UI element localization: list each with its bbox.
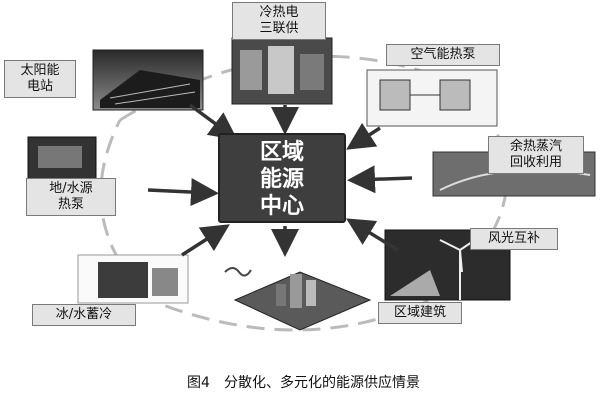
cchp-photo (231, 37, 333, 105)
label-ground-water-heat-pump: 地/水源 热泵 (26, 178, 116, 216)
label-solar-station: 太阳能 电站 (4, 60, 76, 98)
arrow-ground-heat-pump (147, 178, 219, 207)
label-air-heat-pump: 空气能热泵 (386, 44, 500, 66)
figure-caption: 图4 分散化、多元化的能源供应情景 (187, 375, 420, 391)
air-heat-pump-photo (366, 69, 498, 127)
arrow-wind-solar (346, 218, 399, 252)
label-cchp: 冷热电 三联供 (232, 2, 326, 40)
ground-heat-pump-photo (27, 136, 97, 180)
flow-arrows (147, 103, 413, 257)
label-wind-solar-hybrid: 风光互补 (470, 228, 558, 250)
arrow-air-heat-pump (346, 122, 381, 150)
solar-photo (92, 49, 204, 111)
arrow-waste-heat (347, 165, 413, 194)
squiggle-decoration (224, 267, 252, 277)
regional-energy-center: 区域 能源 中心 (218, 133, 346, 223)
district-building-photo (233, 271, 372, 331)
ice-storage-photo (77, 254, 189, 304)
arrow-solar (188, 103, 238, 141)
label-district-building: 区域建筑 (378, 302, 462, 324)
label-ice-water-storage: 冰/水蓄冷 (32, 304, 136, 326)
label-waste-heat-recovery: 余热蒸汽 回收利用 (488, 136, 584, 174)
arrow-ice-storage (181, 224, 230, 257)
